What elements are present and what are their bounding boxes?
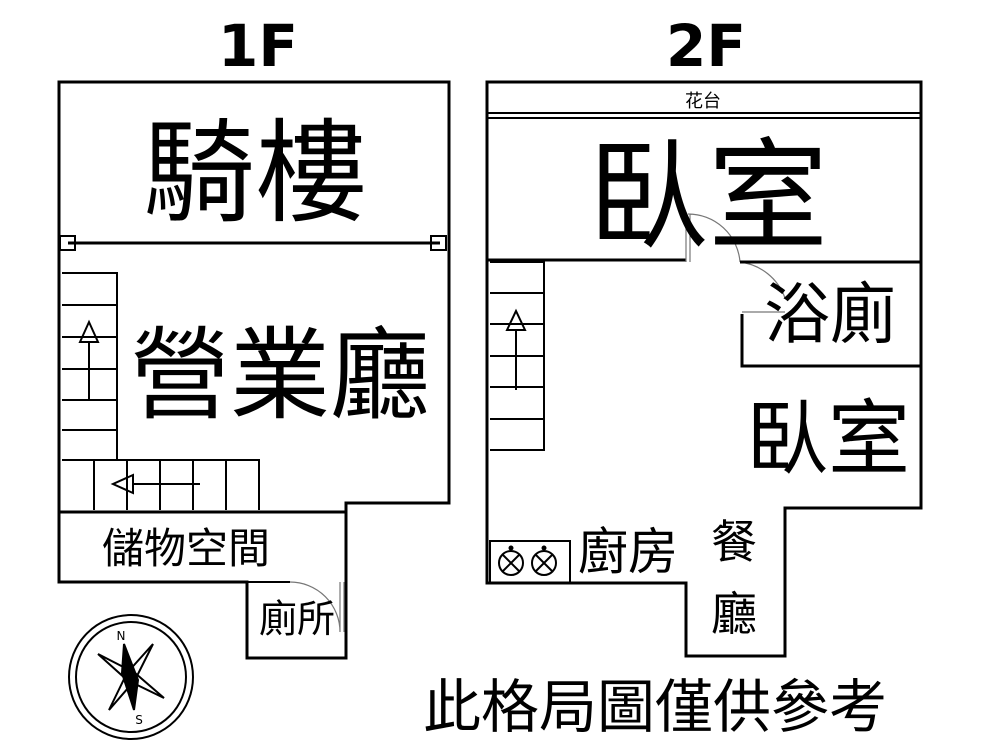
bathroom-wall (740, 314, 921, 368)
disclaimer: 此格局圖僅供參考 (423, 673, 887, 741)
stove-icon (489, 540, 571, 584)
toilet-door (289, 581, 345, 633)
compass-north: N (117, 629, 126, 643)
balcony-line (487, 112, 921, 119)
floor-1f-title: 1F (218, 12, 298, 80)
bedroom-door (685, 213, 786, 299)
room-balcony: 花台 (685, 91, 721, 112)
compass-south: S (135, 713, 143, 727)
floor-2f-title: 2F (666, 12, 746, 80)
pillar (59, 235, 76, 251)
room-dining-1: 餐 (711, 515, 757, 569)
room-dining-2: 廳 (711, 587, 757, 641)
compass-icon: N S (68, 614, 194, 740)
room-toilet: 廁所 (259, 597, 335, 641)
stairs-2f (490, 261, 545, 451)
stairs-1f (62, 272, 260, 510)
room-storage: 儲物空間 (102, 524, 270, 573)
room-bedroom-right: 臥室 (746, 392, 910, 487)
room-hall: 營業廳 (130, 317, 430, 434)
room-bedroom-top: 臥室 (588, 128, 828, 267)
stairs-arrow-icon (505, 308, 527, 390)
floor-1f: 1F 騎樓 營業廳 儲物空間 廁所 (57, 12, 451, 660)
floor-2f: 2F 花台 臥室 浴廁 臥室 廚房 餐 廳 (485, 12, 923, 658)
stairs-arrow-icon (78, 319, 200, 495)
room-bathroom: 浴廁 (764, 276, 896, 353)
pillar (430, 235, 447, 251)
room-kitchen: 廚房 (578, 523, 678, 581)
floor-1f-outline (57, 80, 451, 660)
room-arcade: 騎樓 (143, 109, 367, 239)
